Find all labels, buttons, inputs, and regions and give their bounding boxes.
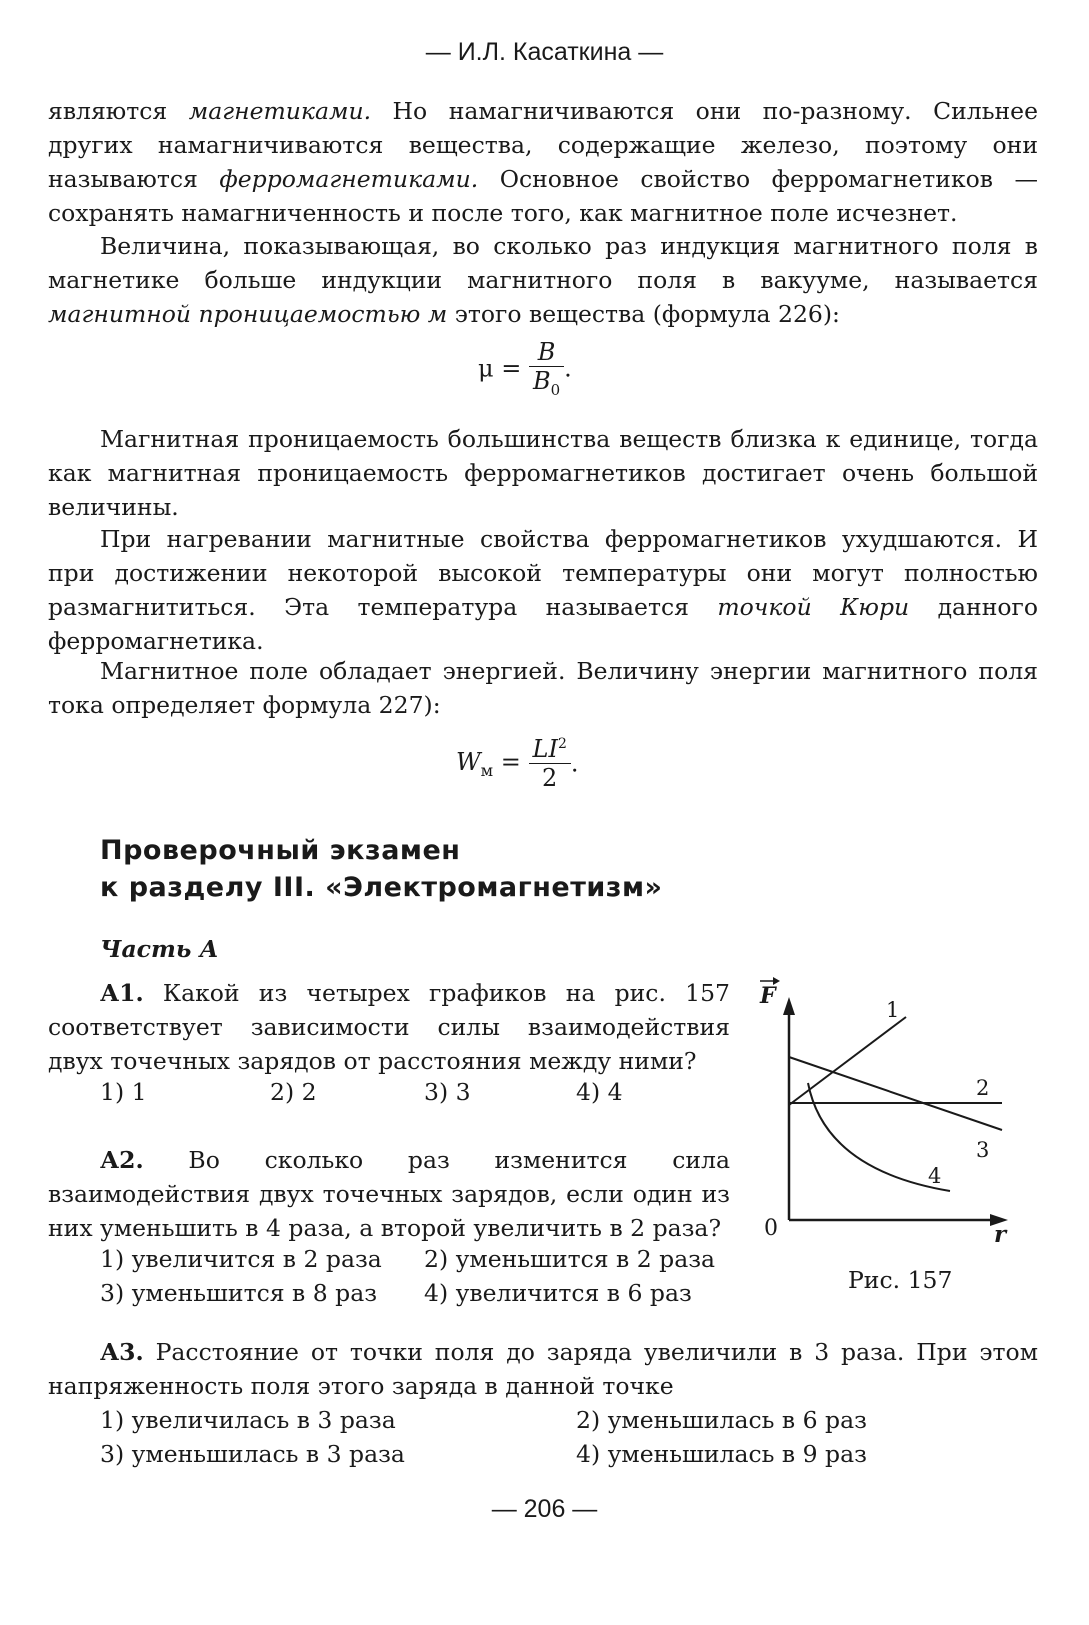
- curve-4: [807, 1082, 951, 1192]
- origin-label: 0: [764, 1216, 778, 1241]
- vector-arrowhead: [773, 977, 780, 985]
- a3-option-2: 2) уменьшилась в 6 раз: [576, 1406, 867, 1434]
- section-title-line1: Проверочный экзамен: [100, 835, 461, 866]
- figure-caption: Рис. 157: [848, 1266, 953, 1294]
- a3-option-1: 1) увеличилась в 3 раза: [100, 1406, 396, 1434]
- a1-option-4: 4) 4: [576, 1078, 623, 1106]
- formula-numerator: B: [537, 338, 556, 366]
- figure-157: F r 0 1 2 3 4: [759, 977, 1008, 1248]
- term-permeability: магнитной проницаемостью м: [48, 300, 448, 328]
- a2-option-1: 1) увеличится в 2 раза: [100, 1245, 382, 1273]
- paragraph-energy: Магнитное поле обладает энергией. Величи…: [48, 657, 1038, 719]
- section-title-line2: к разделу III. «Электромагнетизм»: [100, 872, 663, 903]
- curve-label-1: 1: [886, 998, 899, 1022]
- curve-1: [788, 1016, 907, 1106]
- text: Основное свойство ферромагнетиков — сохр…: [48, 165, 1038, 227]
- curve-label-2: 2: [976, 1076, 989, 1100]
- formula-226: μ = B B0 .: [478, 338, 572, 399]
- page-number: — 206 —: [491, 1495, 598, 1523]
- lhs-base: W: [456, 747, 481, 776]
- a3-option-4: 4) уменьшилась в 9 раз: [576, 1440, 867, 1468]
- paragraph-permeability-values: Магнитная проницаемость большинства веще…: [48, 425, 1038, 521]
- formula-numerator: LI2: [529, 735, 571, 763]
- x-axis-arrow: [990, 1214, 1008, 1226]
- a2-option-4: 4) увеличится в 6 раз: [424, 1279, 692, 1307]
- text: Величина, показывающая, во сколько раз и…: [48, 232, 1038, 294]
- term-magnetics: магнетиками.: [188, 97, 372, 125]
- curve-label-4: 4: [928, 1164, 941, 1188]
- paragraph-permeability: Величина, показывающая, во сколько раз и…: [48, 229, 1038, 331]
- question-a1: А1. Какой из четырех графиков на рис. 15…: [48, 976, 730, 1078]
- num-base: LI: [532, 735, 558, 763]
- text: этого вещества (формула 226):: [447, 300, 840, 328]
- formula-lhs: Wм =: [456, 747, 521, 780]
- text: данного ферромагнетика.: [48, 593, 1038, 655]
- section-title: Проверочный экзамен к разделу III. «Элек…: [100, 832, 662, 906]
- y-axis-label: F: [759, 983, 777, 1009]
- paragraph-magnetics: являются магнетиками. Но намагничиваются…: [48, 94, 1038, 230]
- question-a2: А2. Во сколько раз изменится сила взаимо…: [48, 1143, 730, 1245]
- a2-option-3: 3) уменьшится в 8 раз: [100, 1279, 378, 1307]
- a3-option-3: 3) уменьшилась в 3 раза: [100, 1440, 405, 1468]
- term-curie-point: точкой Кюри: [717, 593, 910, 621]
- num-sup: 2: [557, 736, 567, 752]
- text: Но намагничиваются они по-разному. Сильн…: [48, 97, 1038, 193]
- part-heading: Часть А: [100, 935, 219, 963]
- equals: =: [500, 747, 521, 776]
- a2-option-2: 2) уменьшится в 2 раза: [424, 1245, 716, 1273]
- formula-end: .: [564, 354, 572, 383]
- question-number: А3.: [100, 1338, 144, 1366]
- text: являются: [48, 97, 189, 125]
- den-base: B: [532, 367, 551, 395]
- text: При нагревании магнитные свойства ферром…: [48, 525, 1038, 621]
- term-ferromagnetics: ферромагнетиками.: [219, 165, 479, 193]
- formula-lhs: μ =: [478, 354, 522, 383]
- curve-3: [788, 1056, 1003, 1131]
- y-axis-arrow: [783, 997, 795, 1015]
- a1-option-1: 1) 1: [100, 1078, 147, 1106]
- question-number: А1.: [100, 979, 144, 1007]
- formula-denominator: 2: [528, 763, 571, 792]
- curve-label-3: 3: [976, 1138, 989, 1162]
- question-a3: А3. Расстояние от точки поля до заряда у…: [48, 1335, 1038, 1403]
- formula-denominator: B0: [528, 366, 565, 399]
- lhs-sub: м: [480, 760, 494, 780]
- a1-option-2: 2) 2: [270, 1078, 317, 1106]
- question-text: Расстояние от точки поля до заряда увели…: [48, 1338, 1038, 1400]
- den-sub: 0: [550, 380, 561, 399]
- x-axis-label: r: [994, 1221, 1008, 1248]
- formula-227: Wм = LI2 2 .: [456, 735, 579, 792]
- question-text: Во сколько раз изменится сила взаимодейс…: [48, 1146, 730, 1242]
- formula-end: .: [570, 749, 579, 778]
- question-number: А2.: [100, 1146, 144, 1174]
- a1-option-3: 3) 3: [424, 1078, 471, 1106]
- question-text: Какой из четырех графиков на рис. 157 со…: [48, 979, 730, 1075]
- running-header: — И.Л. Касаткина —: [425, 38, 664, 66]
- paragraph-curie: При нагревании магнитные свойства ферром…: [48, 522, 1038, 658]
